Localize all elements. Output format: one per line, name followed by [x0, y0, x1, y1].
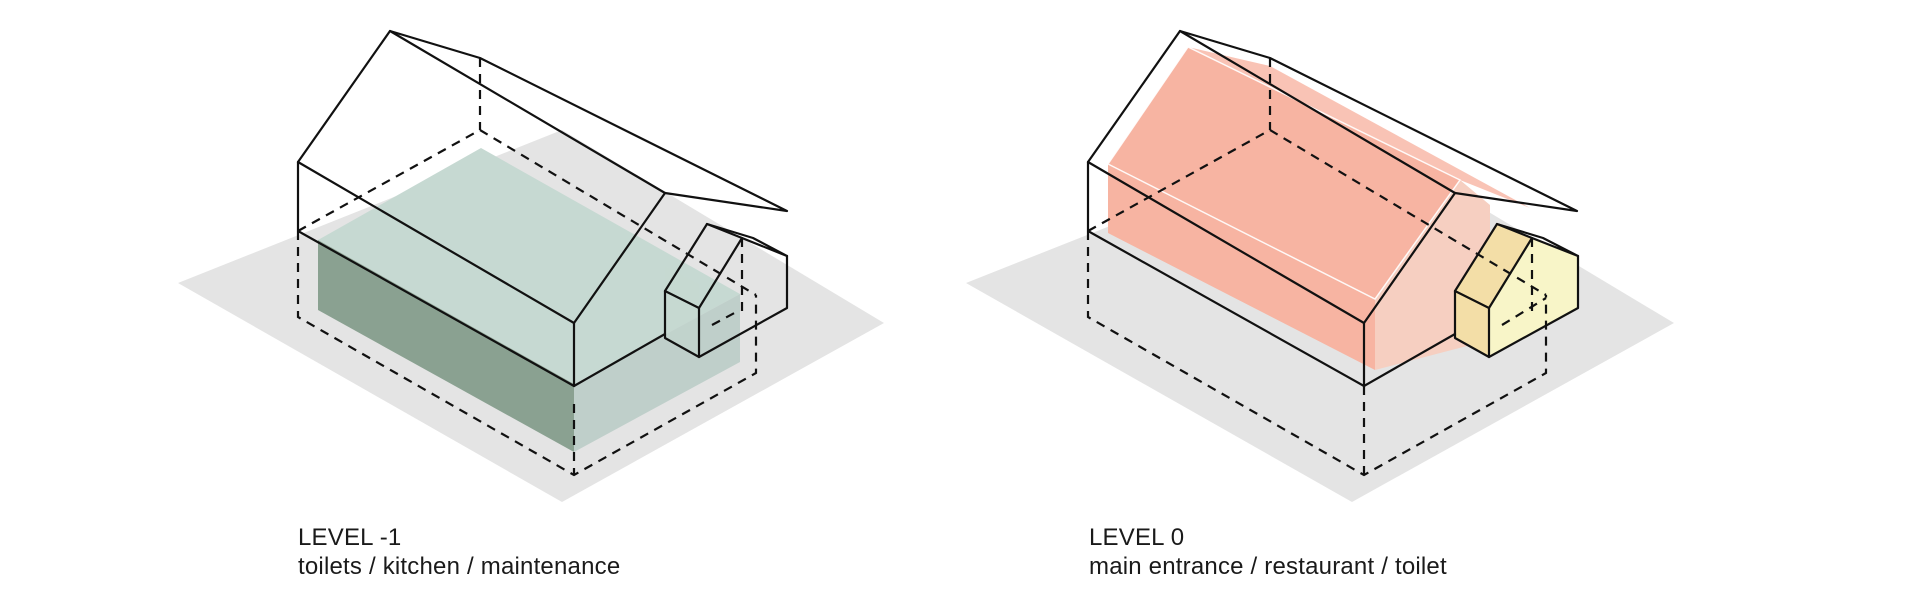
annex-edges-left	[663, 222, 789, 359]
annex-front-fill	[1455, 291, 1489, 357]
level-minus-1-title: LEVEL -1	[298, 524, 402, 551]
level-minus-1-caption: LEVEL -1 toilets / kitchen / maintenance	[298, 523, 620, 581]
annex-edges-right	[1453, 222, 1580, 359]
main-volume-edges-left	[296, 29, 789, 388]
basement-front-wall-fill	[318, 240, 574, 452]
inner-highlights-right	[1107, 46, 1462, 300]
level-0-title: LEVEL 0	[1089, 524, 1185, 551]
ground-floor-front-fill	[1108, 164, 1375, 370]
level-minus-1-axonometric	[178, 29, 884, 502]
level-minus-1-description: toilets / kitchen / maintenance	[298, 553, 621, 580]
main-volume-edges-right	[1086, 29, 1579, 388]
annex-floor-fill	[665, 266, 699, 357]
annex-side-fill	[1489, 238, 1578, 357]
level-0-caption: LEVEL 0 main entrance / restaurant / toi…	[1089, 523, 1447, 581]
level-0-description: main entrance / restaurant / toilet	[1089, 553, 1447, 580]
level-0-axonometric	[966, 29, 1674, 502]
ground-floor-roof-fill	[1108, 47, 1460, 299]
basement-floor-fill	[318, 148, 740, 384]
annex-roof-fill	[1455, 224, 1532, 308]
